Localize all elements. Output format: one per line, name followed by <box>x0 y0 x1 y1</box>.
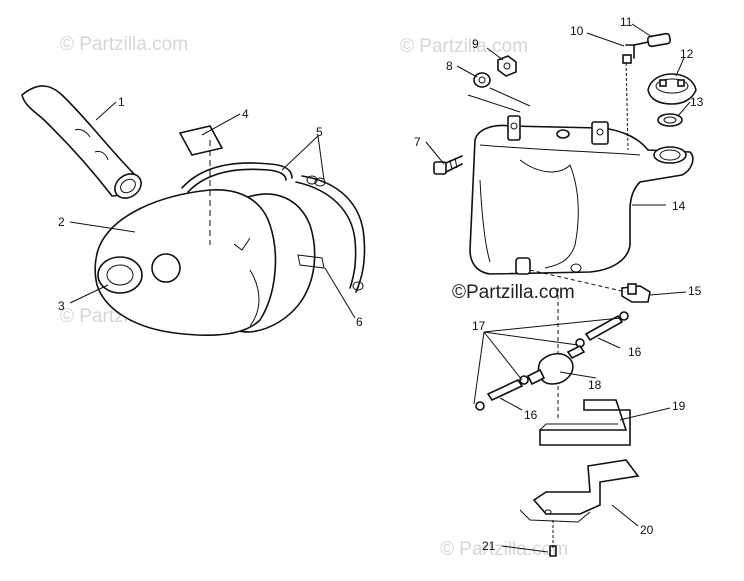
callout-8: 8 <box>446 59 453 73</box>
callout-21: 21 <box>482 539 496 553</box>
elbow-fitting <box>621 283 651 303</box>
intake-hose <box>21 85 142 199</box>
callout-2: 2 <box>58 215 65 229</box>
callout-7: 7 <box>414 135 421 149</box>
bolt <box>433 155 463 175</box>
vent-fitting <box>622 32 672 151</box>
mounting-plate <box>519 459 640 523</box>
callout-9: 9 <box>472 37 479 51</box>
callout-3: 3 <box>58 299 65 313</box>
callout-4: 4 <box>242 107 249 121</box>
air-silencer-box <box>94 189 325 337</box>
callout-5: 5 <box>316 125 323 139</box>
callout-12: 12 <box>680 47 694 61</box>
washer-and-nut <box>467 55 531 113</box>
cap-gasket <box>657 113 683 127</box>
watermark-top-right: © Partzilla.com <box>400 36 528 57</box>
leader-lines <box>69 23 691 553</box>
callout-15: 15 <box>688 284 702 298</box>
callout-6: 6 <box>356 315 363 329</box>
oil-cap <box>647 73 697 105</box>
callout-20: 20 <box>640 523 654 537</box>
decal <box>178 125 224 156</box>
filter-bracket <box>539 399 631 446</box>
callout-14: 14 <box>672 199 686 213</box>
watermark-center: ©Partzilla.com <box>452 282 575 303</box>
watermark-bottom-right: © Partzilla.com <box>440 539 568 560</box>
oil-lines-and-filter <box>475 311 629 411</box>
callout-16-lower: 16 <box>524 408 538 422</box>
callout-16-upper: 16 <box>628 345 642 359</box>
callout-19: 19 <box>672 399 686 413</box>
callout-18: 18 <box>588 378 602 392</box>
callout-10: 10 <box>570 24 584 38</box>
callout-1: 1 <box>118 95 125 109</box>
watermark-top-left: © Partzilla.com <box>60 34 188 55</box>
screw <box>549 520 557 557</box>
callout-numbers: 1 2 3 4 5 6 7 8 9 10 11 12 13 14 15 16 1… <box>58 15 704 553</box>
oil-tank <box>469 115 694 275</box>
vent-hoses <box>181 162 366 293</box>
callout-11: 11 <box>620 15 633 29</box>
callout-13: 13 <box>690 95 704 109</box>
callout-17: 17 <box>472 319 486 333</box>
